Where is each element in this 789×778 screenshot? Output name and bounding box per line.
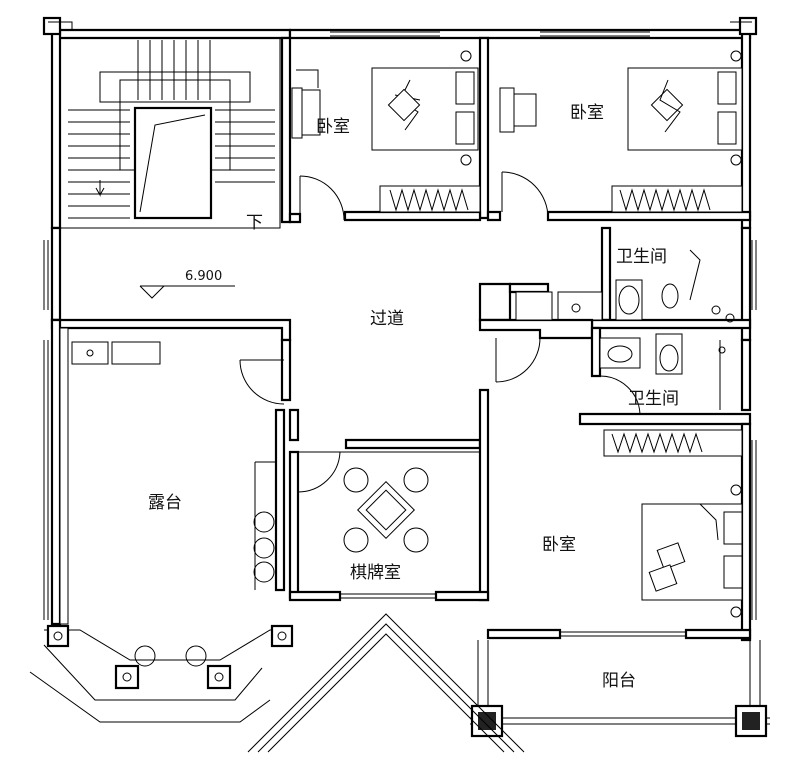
room-label-hallway: 过道 [370, 309, 404, 329]
bedroom-bottom-right [486, 422, 752, 642]
level-mark-value: 6.900 [185, 269, 222, 284]
stair-down-label: 下 [246, 213, 263, 233]
room-label-card-room: 棋牌室 [350, 563, 401, 583]
level-marker [139, 285, 235, 299]
side-windows [43, 240, 757, 620]
room-label-bathroom-lower: 卫生间 [628, 389, 679, 409]
room-label-bedroom-top-right: 卧室 [570, 103, 604, 123]
bathroom-upper [557, 226, 752, 342]
room-label-terrace: 露台 [148, 493, 182, 513]
hallway-walls [50, 226, 594, 383]
bathroom-lower [578, 326, 752, 426]
room-label-bathroom-upper: 卫生间 [616, 247, 667, 267]
bedroom-top-left-walls [280, 31, 490, 224]
bedroom-top-left-furniture [291, 50, 481, 221]
card-room [288, 388, 490, 602]
terrace [29, 318, 294, 723]
room-label-balcony: 阳台 [602, 671, 636, 691]
bedroom-top-right-furniture [499, 50, 743, 219]
room-label-bedroom-bottom-right: 卧室 [542, 535, 576, 555]
entrance-roof [247, 613, 525, 753]
stairwell [59, 37, 281, 229]
balcony [470, 640, 770, 738]
room-label-bedroom-top-left: 卧室 [316, 117, 350, 137]
